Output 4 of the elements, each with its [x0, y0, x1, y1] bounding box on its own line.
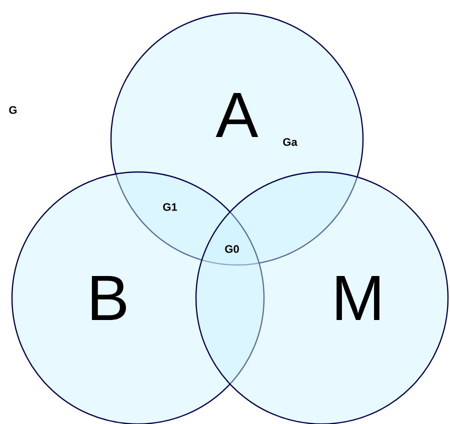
region-label: Ga — [283, 138, 298, 146]
region-label: G0 — [225, 245, 239, 253]
region-label: G1 — [163, 203, 178, 211]
region-label: G — [9, 106, 17, 114]
